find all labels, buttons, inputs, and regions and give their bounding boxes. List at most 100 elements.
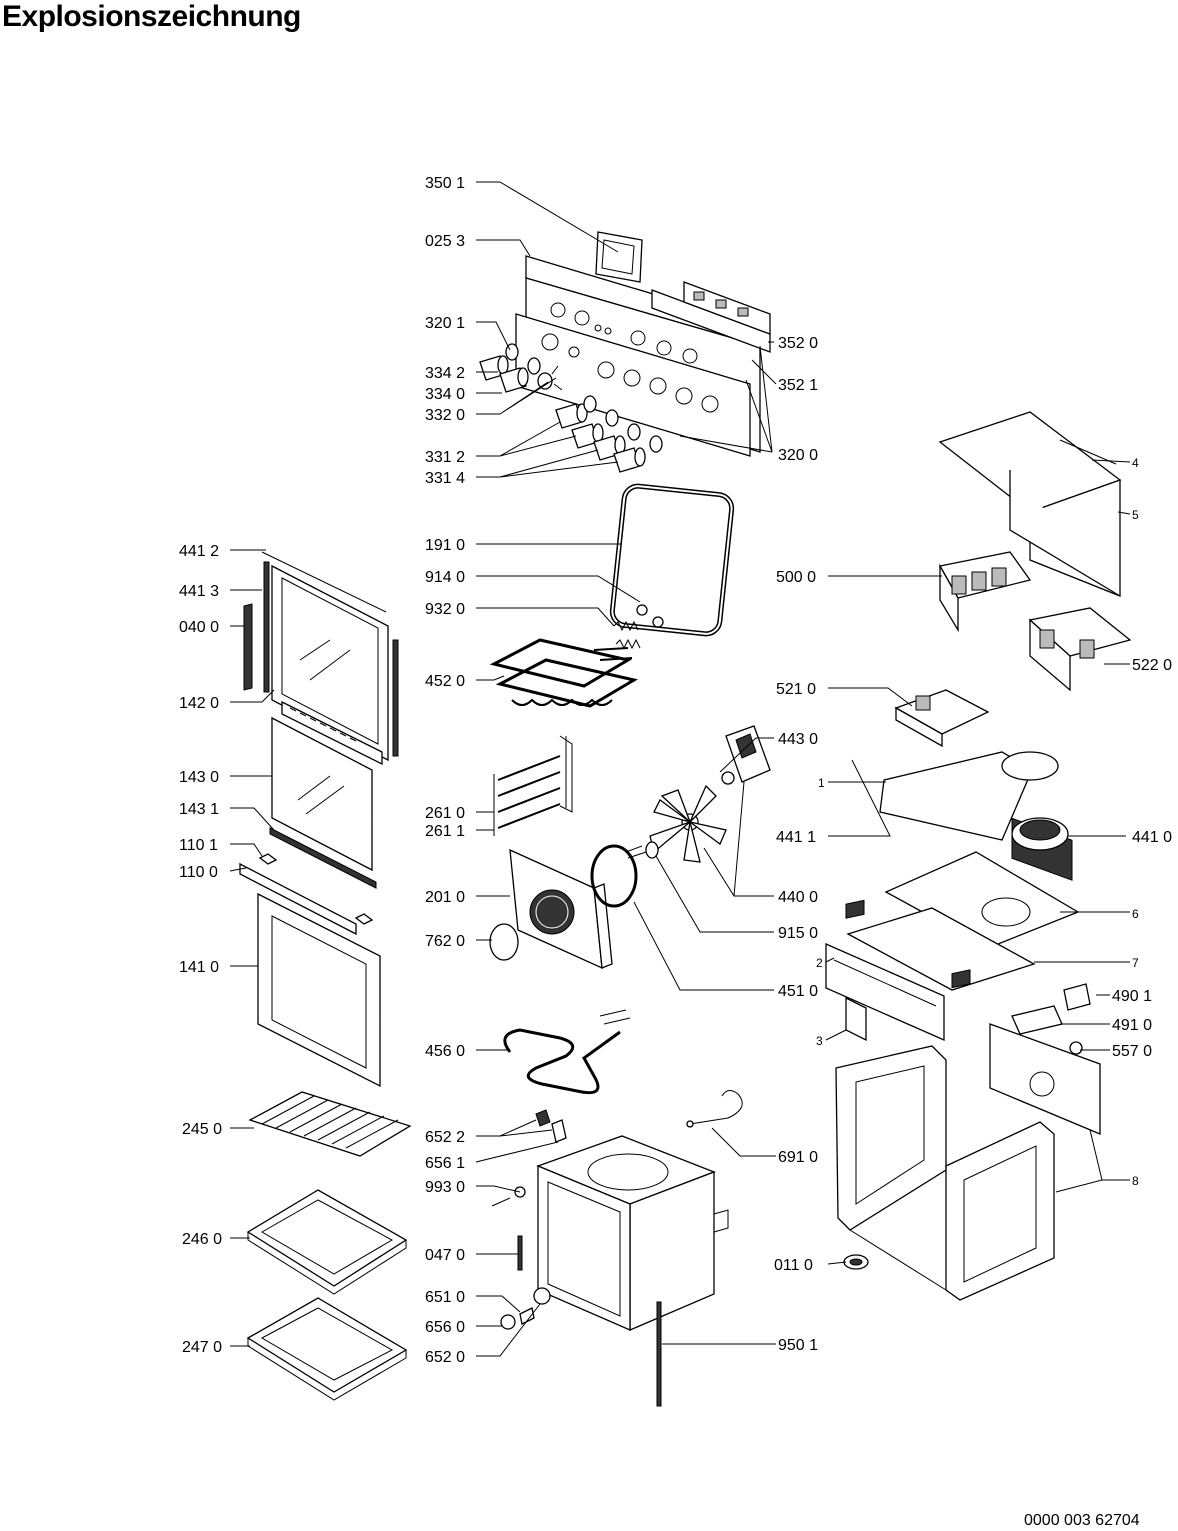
- part-outer-door-141-0: [257, 892, 381, 1088]
- part-foot-011-0: [843, 1254, 869, 1270]
- callout-labels: 350 1 025 3 320 1 334 2 334 0 332 0 331 …: [179, 175, 1172, 1366]
- callout-352-0: 352 0: [778, 335, 818, 352]
- part-baking-tray-247-0: [246, 1297, 408, 1401]
- callout-331-2: 331 2: [425, 449, 465, 466]
- part-meat-probe-691-0: [686, 1090, 743, 1128]
- callout-691-0: 691 0: [778, 1149, 818, 1166]
- part-nut-915-0: [645, 841, 659, 859]
- part-cover-plate-762-0: [489, 923, 519, 961]
- callout-4: 4: [1132, 456, 1139, 470]
- part-module-521-0: [894, 689, 990, 748]
- callout-025-3: 025 3: [425, 233, 465, 250]
- leader-lines: [229, 181, 1131, 1357]
- callout-143-1: 143 1: [179, 801, 219, 818]
- callout-993-0: 993 0: [425, 1179, 465, 1196]
- callout-441-3: 441 3: [179, 583, 219, 600]
- callout-261-0: 261 0: [425, 805, 465, 822]
- part-outer-casing-8: [835, 899, 1055, 1301]
- part-nut-914-0: [636, 604, 664, 628]
- callout-451-0: 451 0: [778, 983, 818, 1000]
- callout-2: 2: [816, 956, 823, 970]
- callout-915-0: 915 0: [778, 925, 818, 942]
- part-top-plate-7: [846, 907, 1036, 991]
- document-number: 0000 003 62704: [1024, 1512, 1140, 1529]
- callout-350-1: 350 1: [425, 175, 465, 192]
- part-lamp-cover-651-656-652: [500, 1287, 551, 1330]
- callout-246-0: 246 0: [182, 1231, 222, 1248]
- callout-762-0: 762 0: [425, 933, 465, 950]
- part-fan-cover-201-0: [509, 848, 613, 970]
- part-switch-490-1: [1063, 983, 1091, 1011]
- callout-456-0: 456 0: [425, 1043, 465, 1060]
- callout-491-0: 491 0: [1112, 1017, 1152, 1034]
- part-terminal-491-0: [1011, 1005, 1063, 1035]
- part-vent-duct-2: [825, 943, 945, 1041]
- callout-352-1: 352 1: [778, 377, 818, 394]
- part-knobs: [479, 343, 663, 473]
- callout-191-0: 191 0: [425, 537, 465, 554]
- part-fan-motor-443-0: [721, 725, 771, 785]
- part-seal-950-1: [656, 1301, 662, 1407]
- part-ring-heater-451-0: [590, 844, 647, 908]
- callout-110-0: 110 0: [179, 864, 218, 881]
- part-grill-element-452-0: [489, 638, 639, 708]
- part-door-trim-strip: [281, 700, 383, 766]
- callout-261-1: 261 1: [425, 823, 465, 840]
- callout-1: 1: [818, 776, 825, 790]
- part-insulation-plate-1: [879, 751, 1059, 841]
- callout-557-0: 557 0: [1112, 1043, 1152, 1060]
- callout-3: 3: [816, 1034, 823, 1048]
- callout-247-0: 247 0: [182, 1339, 222, 1356]
- page-title: Explosionszeichnung: [2, 0, 301, 33]
- callout-914-0: 914 0: [425, 569, 465, 586]
- callout-441-2: 441 2: [179, 543, 219, 560]
- callout-500-0: 500 0: [776, 569, 816, 586]
- callout-110-1: 110 1: [179, 837, 218, 854]
- callout-5: 5: [1132, 508, 1139, 522]
- callout-441-1: 441 1: [776, 829, 816, 846]
- callout-441-0: 441 0: [1132, 829, 1172, 846]
- callout-652-0: 652 0: [425, 1349, 465, 1366]
- part-relay-board-500-0: [938, 551, 1032, 633]
- part-hinge-040-0: [243, 603, 253, 691]
- callout-651-0: 651 0: [425, 1289, 465, 1306]
- part-door-gasket-191-0: [609, 483, 735, 637]
- callout-334-0: 334 0: [425, 386, 465, 403]
- callout-040-0: 040 0: [179, 619, 219, 636]
- callout-656-0: 656 0: [425, 1319, 465, 1336]
- callout-141-0: 141 0: [179, 959, 219, 976]
- part-door-handle-110: [239, 853, 374, 936]
- part-rear-panel: [989, 1023, 1101, 1135]
- parts-layer: [239, 231, 1132, 1407]
- part-baking-tray-246-0: [246, 1189, 408, 1295]
- callout-320-0: 320 0: [778, 447, 818, 464]
- callout-521-0: 521 0: [776, 681, 816, 698]
- callout-656-1: 656 1: [425, 1155, 465, 1172]
- callout-652-2: 652 2: [425, 1129, 465, 1146]
- callout-932-0: 932 0: [425, 601, 465, 618]
- callout-452-0: 452 0: [425, 673, 465, 690]
- part-electronic-strip-352: [651, 281, 771, 353]
- callout-950-1: 950 1: [778, 1337, 818, 1354]
- part-clip-3: [845, 996, 867, 1042]
- callout-443-0: 443 0: [778, 731, 818, 748]
- part-wire-shelf-245-0: [248, 1091, 412, 1157]
- part-facia-panel-320-0: [515, 313, 751, 457]
- callout-7: 7: [1132, 956, 1139, 970]
- callout-522-0: 522 0: [1132, 657, 1172, 674]
- callout-142-0: 142 0: [179, 695, 219, 712]
- callout-011-0: 011 0: [774, 1257, 813, 1274]
- callout-440-0: 440 0: [778, 889, 818, 906]
- part-lower-heater-456-0: [503, 1009, 631, 1095]
- part-fan-441-0: [1011, 817, 1069, 851]
- callout-331-4: 331 4: [425, 470, 465, 487]
- part-bracket-350-1: [595, 231, 643, 283]
- callout-6: 6: [1132, 907, 1139, 921]
- part-inner-glass-143-0: [271, 716, 373, 872]
- part-oven-cavity: [536, 1135, 729, 1331]
- callout-143-0: 143 0: [179, 769, 219, 786]
- callout-334-2: 334 2: [425, 365, 465, 382]
- part-spring-932-0: [613, 620, 641, 650]
- callout-201-0: 201 0: [425, 889, 465, 906]
